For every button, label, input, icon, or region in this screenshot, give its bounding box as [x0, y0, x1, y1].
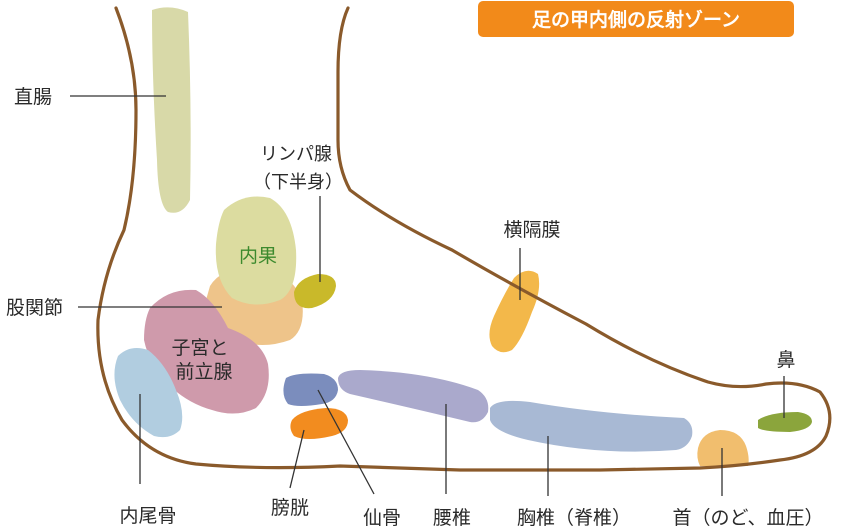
nose-label: 鼻 [776, 349, 795, 371]
thoracic-label: 胸椎（脊椎） [517, 507, 631, 529]
neck-zone [697, 430, 749, 466]
diaphragm-label: 横隔膜 [503, 219, 560, 241]
coccyx-zone [114, 348, 183, 438]
hip-label: 股関節 [6, 297, 63, 319]
medial-malleolus-zone [215, 196, 297, 305]
sacrum-label: 仙骨 [363, 507, 401, 529]
title-text: 足の甲内側の反射ゾーン [532, 8, 740, 31]
lymph-gland-zone [294, 274, 336, 309]
uterus-label-line2: 前立腺 [175, 361, 232, 383]
rectum-label: 直腸 [14, 86, 52, 108]
coccyx-label: 内尾骨 [119, 505, 176, 527]
leader-lines [70, 95, 785, 496]
foot-outline [96, 6, 832, 472]
thoracic-zone [490, 400, 693, 452]
bladder-leader [289, 429, 305, 489]
title-badge [478, 1, 794, 37]
bladder-label: 膀胱 [271, 497, 309, 519]
sacrum-zone [283, 373, 338, 406]
nose-zone [758, 412, 812, 432]
lumbar-label: 腰椎 [433, 507, 471, 529]
diaphragm-zone [489, 270, 540, 353]
ankle-label: 内果 [239, 245, 277, 267]
uterus-label-line1: 子宮と [171, 337, 228, 359]
neck-label: 首（のど、血圧） [672, 507, 823, 529]
rectum-zone [152, 7, 191, 213]
bladder-zone [290, 408, 348, 439]
sacrum-leader [317, 389, 375, 495]
uterus-prostate-zone [144, 289, 269, 414]
lumbar-zone [338, 370, 489, 423]
lymph-label-line1: リンパ腺 [260, 144, 332, 165]
lymph-label-line2: （下半身） [253, 172, 343, 193]
